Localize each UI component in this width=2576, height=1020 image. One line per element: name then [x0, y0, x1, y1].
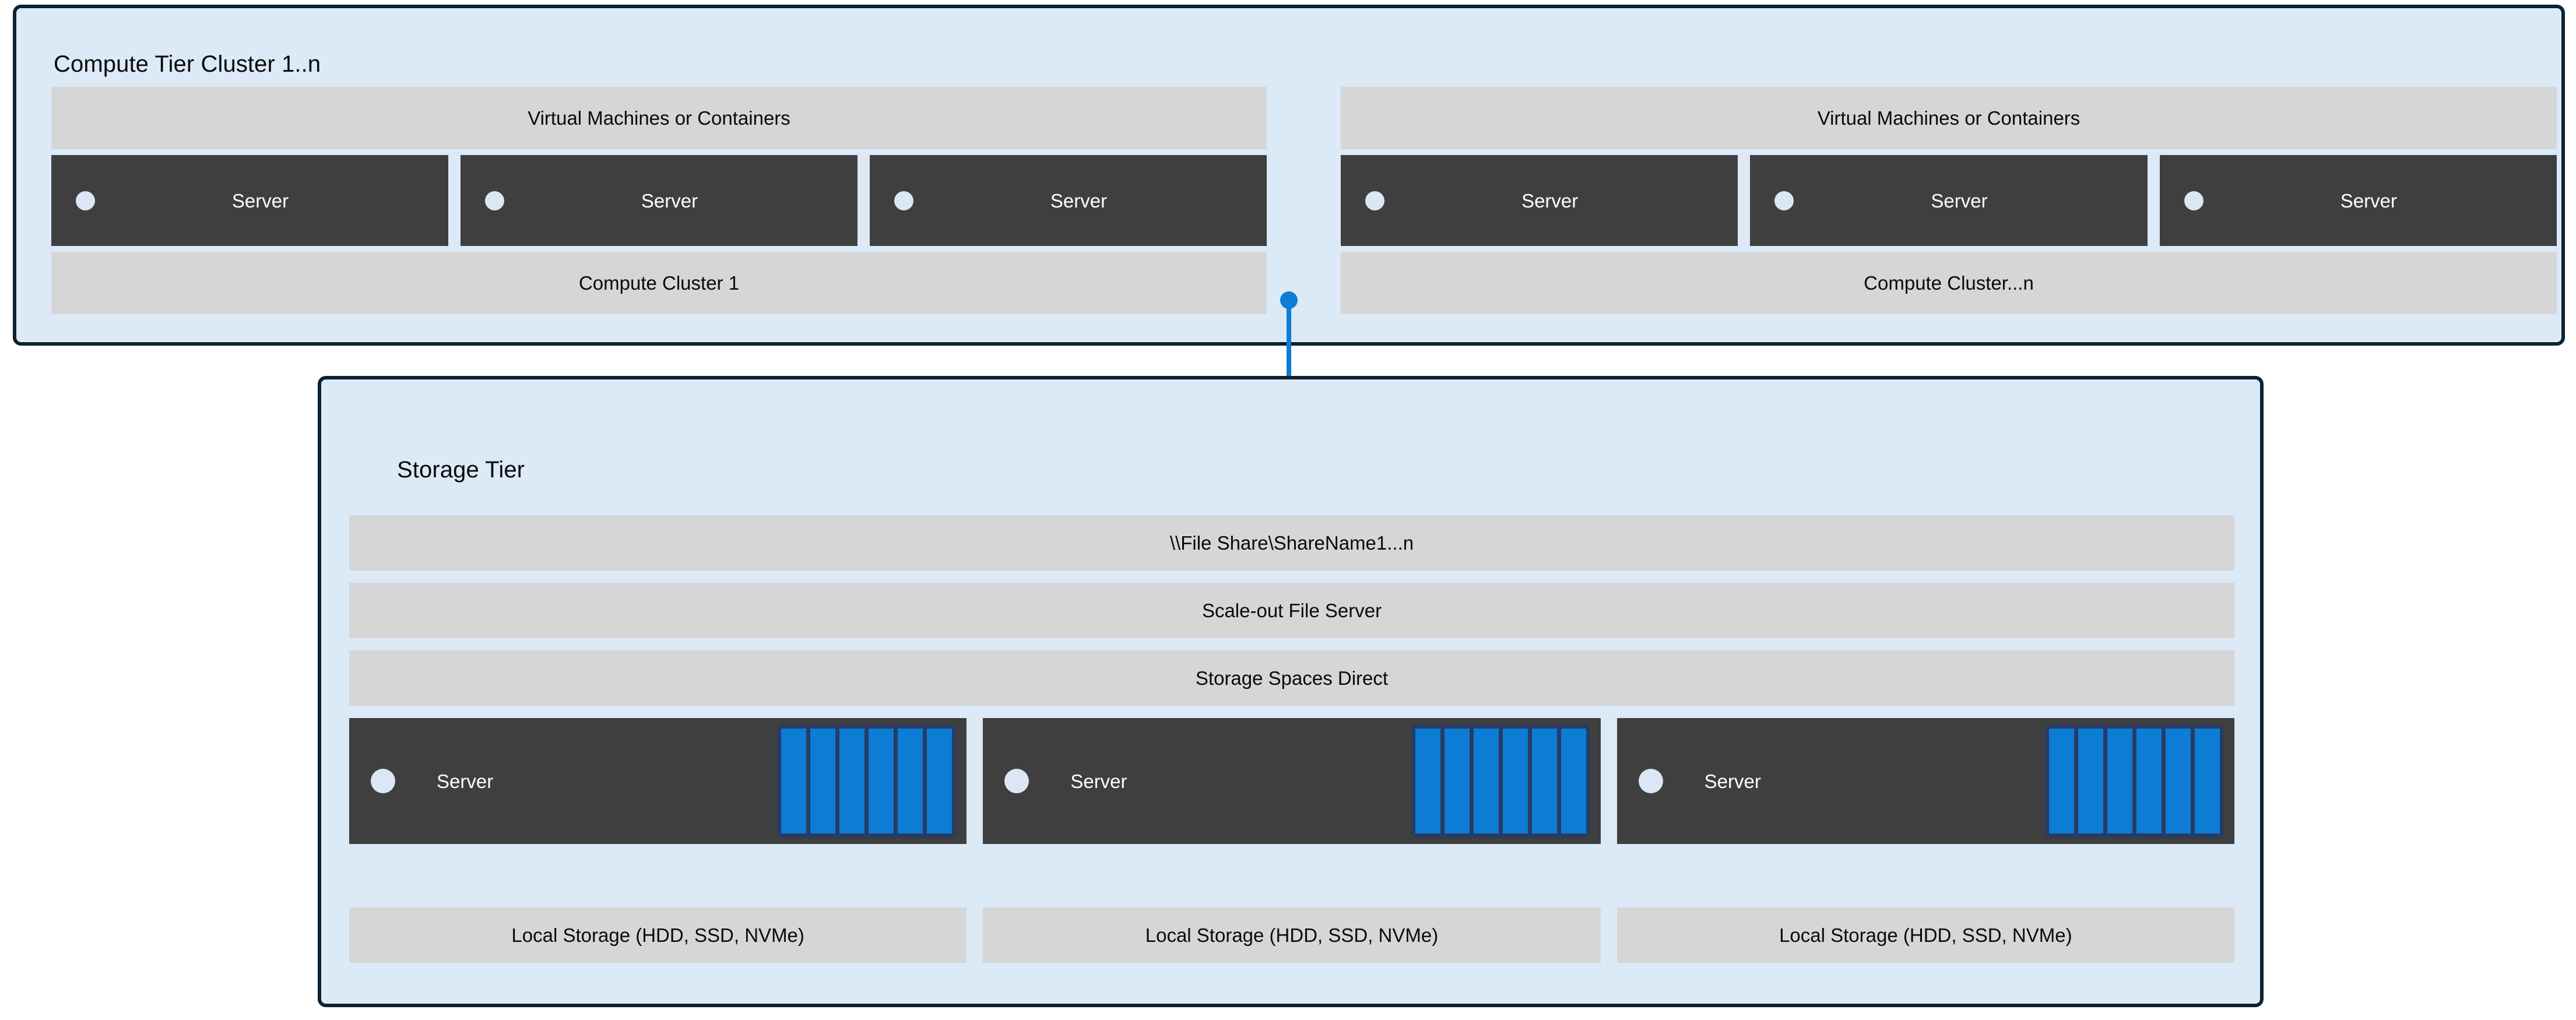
compute-cluster-1-header: Virtual Machines or Containers: [51, 87, 1267, 149]
storage-node-row: Server Local Storage (HDD, SSD, NVMe): [349, 718, 2234, 963]
storage-node-2[interactable]: Server Local Storage (HDD, SSD, NVMe): [983, 718, 1601, 963]
disk-icon: [869, 729, 894, 833]
status-led-icon: [485, 191, 504, 210]
storage-tier-container: Storage Tier \\File Share\ShareName1...n…: [318, 376, 2264, 1007]
compute-cluster-n-server-row: Server Server Server: [1341, 155, 2557, 246]
compute-server-1-2[interactable]: Server: [461, 155, 858, 246]
disk-icon: [1531, 729, 1557, 833]
compute-server-n-2[interactable]: Server: [1750, 155, 2148, 246]
compute-cluster-1: Virtual Machines or Containers Server Se…: [51, 87, 1267, 314]
disk-icon: [2107, 729, 2132, 833]
disk-array: [1411, 724, 1590, 838]
disk-array: [2044, 724, 2224, 838]
compute-server-1-3[interactable]: Server: [870, 155, 1267, 246]
compute-cluster-n-footer: Compute Cluster...n: [1341, 252, 2557, 314]
status-led-icon: [2184, 191, 2204, 210]
storage-node-3-server: Server: [1616, 718, 2234, 844]
server-label: Server: [1050, 189, 1108, 212]
disk-icon: [2165, 729, 2191, 833]
disk-icon: [2194, 729, 2220, 833]
status-led-icon: [76, 191, 95, 210]
status-led-icon: [1004, 769, 1029, 793]
status-led-icon: [1774, 191, 1794, 210]
status-led-icon: [1365, 191, 1384, 210]
compute-tier-title: Compute Tier Cluster 1..n: [54, 51, 321, 77]
disk-icon: [2136, 729, 2162, 833]
status-led-icon: [371, 769, 395, 793]
storage-node-3[interactable]: Server Local Storage (HDD, SSD, NVMe): [1616, 718, 2234, 963]
disk-icon: [927, 729, 953, 833]
storage-spaces-direct-band: Storage Spaces Direct: [349, 650, 2234, 706]
server-label: Server: [437, 770, 494, 792]
disk-icon: [839, 729, 865, 833]
storage-node-2-footer: Local Storage (HDD, SSD, NVMe): [983, 908, 1601, 963]
storage-node-3-footer: Local Storage (HDD, SSD, NVMe): [1616, 908, 2234, 963]
disk-icon: [810, 729, 836, 833]
server-label: Server: [1931, 189, 1988, 212]
compute-cluster-1-footer: Compute Cluster 1: [51, 252, 1267, 314]
connector-line: [1287, 300, 1291, 417]
compute-tier-container: Compute Tier Cluster 1..n Virtual Machin…: [13, 5, 2565, 346]
disk-icon: [2048, 729, 2074, 833]
compute-cluster-n: Virtual Machines or Containers Server Se…: [1341, 87, 2557, 314]
server-label: Server: [641, 189, 698, 212]
scale-out-file-server-band: Scale-out File Server: [349, 583, 2234, 638]
disk-icon: [1561, 729, 1586, 833]
file-share-band: \\File Share\ShareName1...n: [349, 515, 2234, 571]
server-label: Server: [231, 189, 289, 212]
disk-icon: [781, 729, 807, 833]
server-label: Server: [1521, 189, 1579, 212]
disk-array: [777, 724, 957, 838]
compute-server-n-1[interactable]: Server: [1341, 155, 1738, 246]
disk-icon: [1444, 729, 1470, 833]
compute-server-1-1[interactable]: Server: [51, 155, 448, 246]
storage-node-2-server: Server: [983, 718, 1601, 844]
storage-tier-title: Storage Tier: [397, 457, 525, 483]
status-led-icon: [894, 191, 913, 210]
server-label: Server: [2340, 189, 2397, 212]
storage-node-1[interactable]: Server Local Storage (HDD, SSD, NVMe): [349, 718, 967, 963]
disk-icon: [2078, 729, 2103, 833]
storage-node-1-server: Server: [349, 718, 967, 844]
server-label: Server: [1070, 770, 1127, 792]
storage-node-1-footer: Local Storage (HDD, SSD, NVMe): [349, 908, 967, 963]
compute-cluster-1-server-row: Server Server Server: [51, 155, 1267, 246]
disk-icon: [898, 729, 923, 833]
status-led-icon: [1638, 769, 1663, 793]
compute-cluster-n-header: Virtual Machines or Containers: [1341, 87, 2557, 149]
server-label: Server: [1704, 770, 1761, 792]
compute-server-n-3[interactable]: Server: [2159, 155, 2557, 246]
disk-icon: [1473, 729, 1499, 833]
disk-icon: [1415, 729, 1440, 833]
disk-icon: [1502, 729, 1528, 833]
